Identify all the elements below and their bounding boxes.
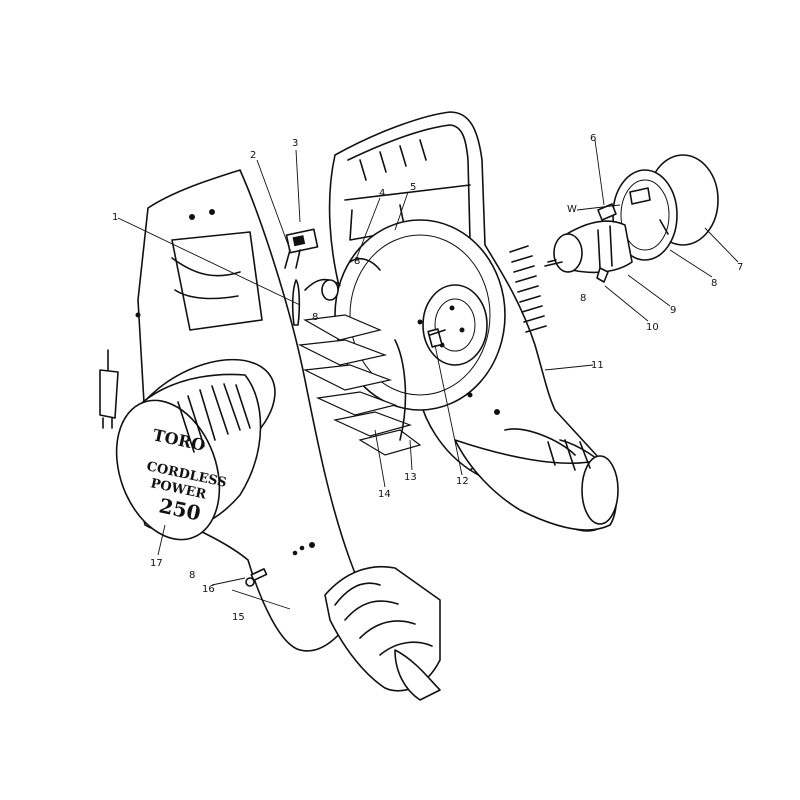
callouts: 1 2 3 4 5 6 7 8 9 10 11 12 13 14 15 16 1… — [112, 133, 743, 623]
callout-9: 9 — [670, 305, 676, 316]
label-b-left: 8 — [312, 312, 318, 323]
callout-8: 8 — [711, 278, 717, 289]
switch-assembly — [284, 228, 381, 326]
callout-3: 3 — [292, 138, 298, 149]
callout-16: 16 — [202, 584, 215, 595]
label-b-top-right: 8 — [354, 256, 360, 267]
callout-17: 17 — [150, 558, 163, 569]
label-b-mid: 8 — [189, 570, 195, 581]
callout-15: 15 — [232, 612, 245, 623]
intake-grille: TORO CORDLESS POWER 250 — [115, 358, 276, 541]
impeller — [297, 314, 422, 456]
callout-12: 12 — [456, 476, 469, 487]
callout-5: 5 — [410, 182, 416, 193]
callout-11: 11 — [591, 360, 604, 371]
leader-lines — [117, 139, 739, 610]
right-nozzle — [454, 439, 619, 531]
cooling-fins — [509, 245, 547, 333]
callout-7: 7 — [737, 262, 743, 273]
motor-shaft — [427, 328, 446, 348]
callout-14: 14 — [378, 489, 391, 500]
callout-4: 4 — [379, 188, 385, 199]
callout-13: 13 — [404, 472, 417, 483]
screw — [245, 545, 305, 587]
callout-10: 10 — [646, 322, 659, 333]
motor-assembly — [544, 154, 719, 283]
label-b-right: 8 — [580, 293, 586, 304]
left-nozzle — [324, 565, 441, 701]
callout-1: 1 — [112, 212, 118, 223]
callout-6: 6 — [590, 133, 596, 144]
cord-plug — [99, 349, 119, 429]
callout-2: 2 — [250, 150, 256, 161]
label-w: W — [567, 204, 577, 215]
